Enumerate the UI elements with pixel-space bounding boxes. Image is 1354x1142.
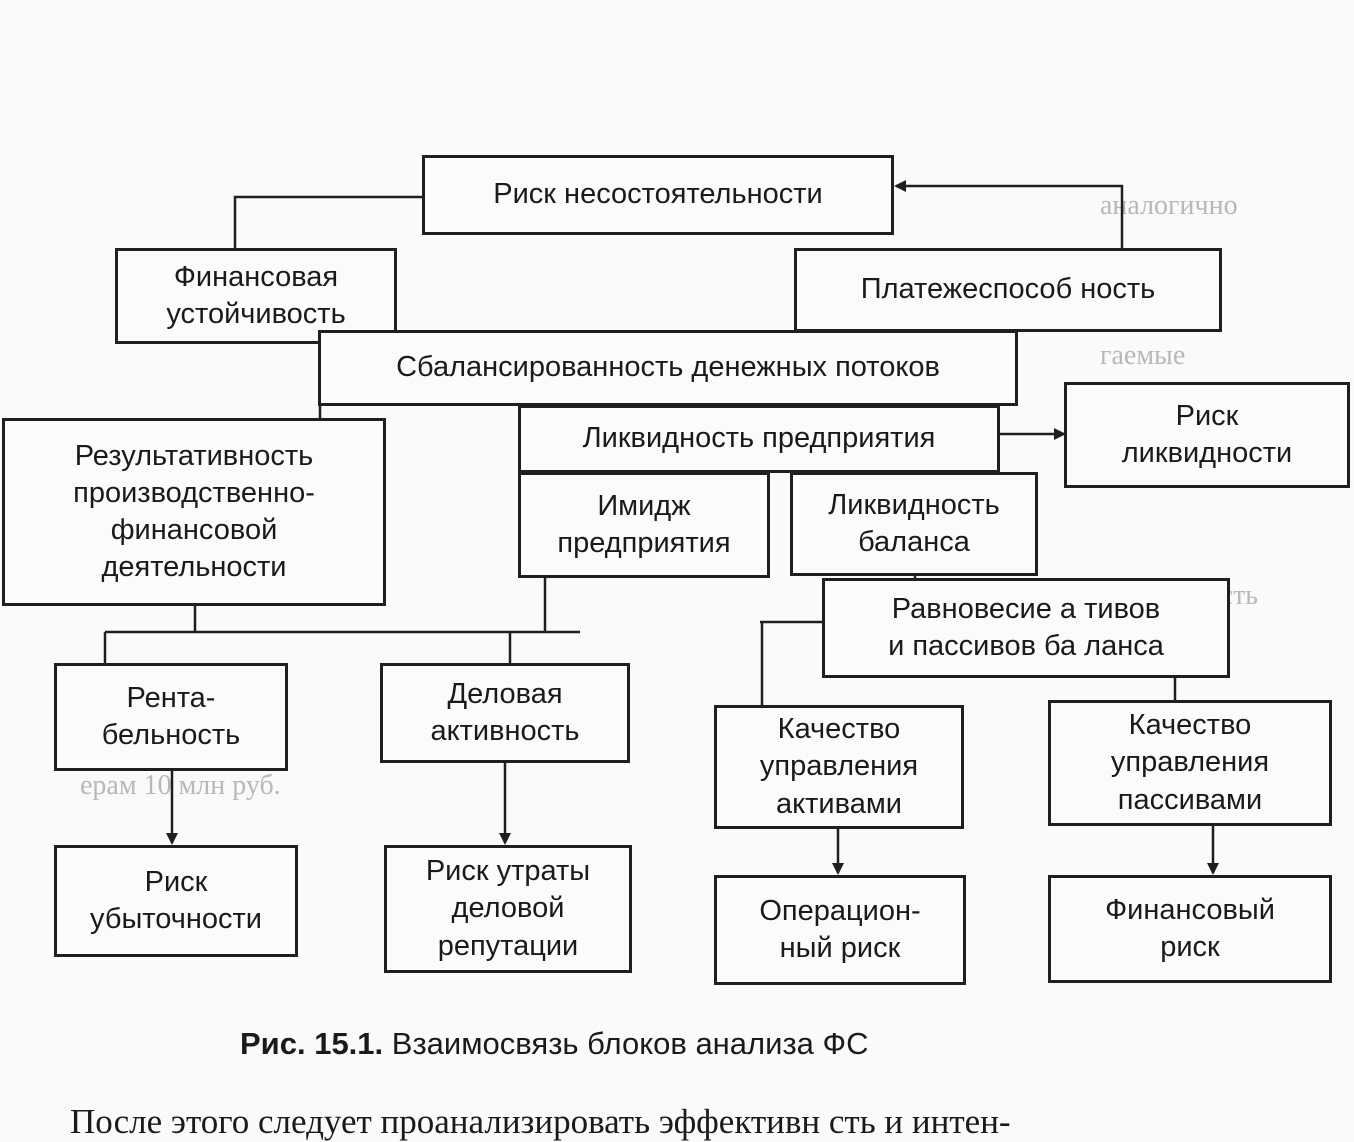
box-financial-stability: Финансовая устойчивость [115,248,397,344]
box-balance-liquidity: Ликвидность баланса [790,472,1038,576]
box-label: Равновесие а тивов и пассивов ба ланса [888,592,1164,662]
box-loss-risk: Риск убыточности [54,845,298,957]
box-liability-management: Качество управления пассивами [1048,700,1332,826]
box-label: Результативность производственно- финанс… [73,439,315,584]
box-label: Платежеспособ ность [860,273,1156,306]
box-image: Имидж предприятия [518,472,770,578]
box-operational-risk: Операцион- ный риск [714,875,966,985]
box-label: Рента- бельность [101,681,241,751]
caption-number: Рис. 15.1. [240,1026,384,1061]
box-financial-risk: Финансовый риск [1048,875,1332,983]
connector-stability-to-insolvency [233,195,422,248]
box-label: Ликвидность баланса [828,488,1000,558]
box-label: Сбалансированность денежных потоков [396,351,940,384]
box-label: Ликвидность предприятия [582,422,936,455]
box-equilibrium: Равновесие а тивов и пассивов ба ланса [822,578,1230,678]
box-label: Финансовый риск [1105,893,1275,963]
box-label: Операцион- ный риск [759,894,921,964]
caption-text: Взаимосвязь блоков анализа ФС [391,1026,869,1061]
box-performance: Результативность производственно- финанс… [2,418,386,606]
box-asset-management: Качество управления активами [714,705,964,829]
bleed-through-text: гаемые [1100,340,1186,371]
box-label: Качество управления активами [759,713,919,820]
box-cash-flow-balance: Сбалансированность денежных потоков [318,330,1018,406]
box-insolvency-risk: Риск несостоятельности [422,155,894,235]
box-label: Риск утраты деловой репутации [425,855,591,962]
box-label: Качество управления пассивами [1110,709,1270,816]
box-label: Финансовая устойчивость [166,260,346,330]
box-label: Риск ликвидности [1121,399,1293,469]
box-solvency: Платежеспособ ность [794,248,1222,332]
figure-caption: Рис. 15.1. Взаимосвязь блоков анализа ФС [240,1026,1140,1062]
bleed-through-text: ерам 10 млн руб. [80,770,281,801]
box-label: Имидж предприятия [557,489,731,559]
body-text-line: После этого следует проанализировать эфф… [70,1102,1011,1141]
box-label: Риск убыточности [90,865,262,935]
box-liquidity-risk: Риск ликвидности [1064,382,1350,488]
box-label: Риск несостоятельности [493,178,823,211]
box-enterprise-liquidity: Ликвидность предприятия [518,405,1000,473]
box-profitability: Рента- бельность [54,663,288,771]
box-business-activity: Деловая активность [380,663,630,763]
box-label: Деловая активность [430,677,580,747]
box-reputation-risk: Риск утраты деловой репутации [384,845,632,973]
connector-performance-to-children [103,605,580,663]
connector-solvency-to-insolvency [894,180,1124,248]
